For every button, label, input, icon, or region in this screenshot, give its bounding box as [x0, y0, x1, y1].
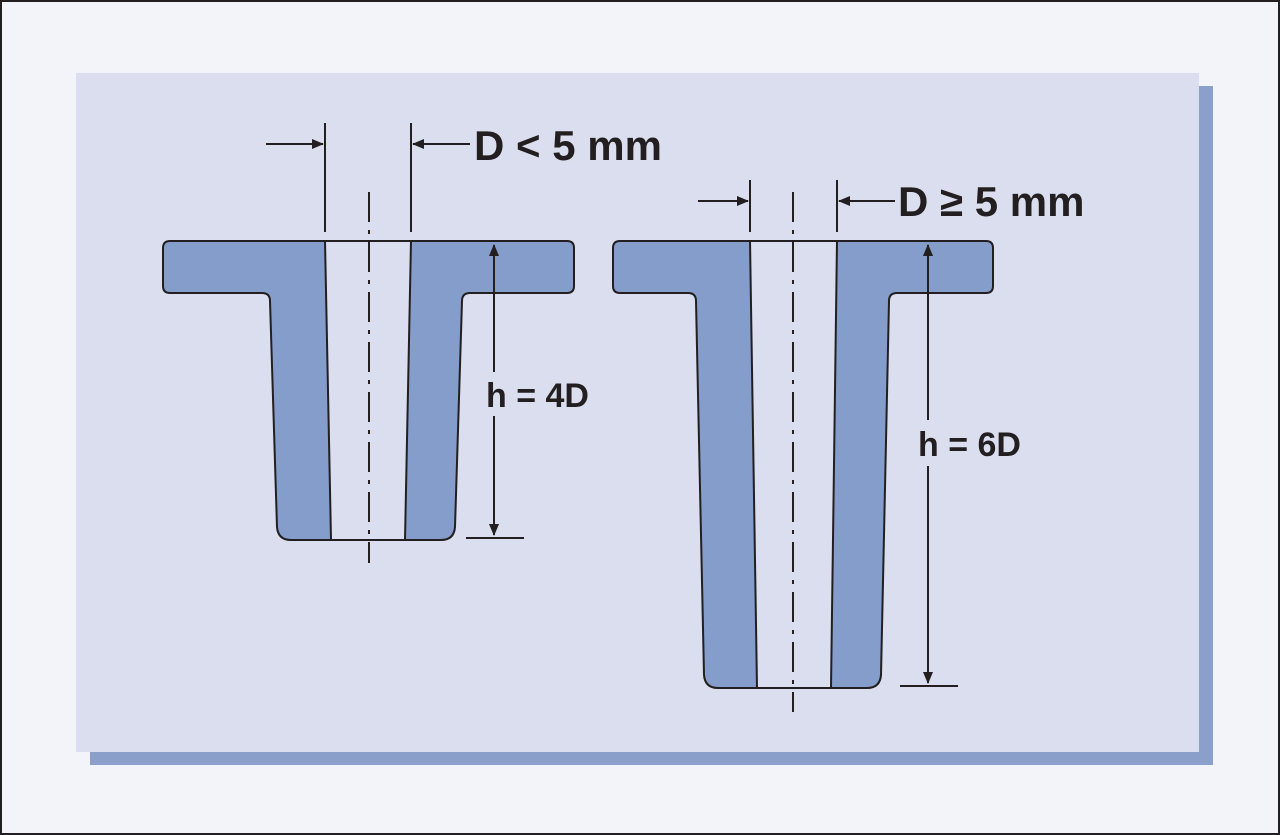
right-height-label: h = 6D	[918, 426, 1021, 464]
left-height-label-bg	[484, 372, 608, 416]
left-diameter-label: D < 5 mm	[474, 122, 662, 169]
left-height-label: h = 4D	[486, 377, 589, 415]
left-bore	[323, 240, 413, 541]
right-part: D ≥ 5 mm h = 6D	[612, 178, 1084, 712]
right-diameter-label: D ≥ 5 mm	[898, 178, 1084, 225]
left-part: D < 5 mm h = 4D	[162, 122, 662, 563]
right-height-label-bg	[914, 421, 1044, 465]
panel	[76, 73, 1199, 752]
